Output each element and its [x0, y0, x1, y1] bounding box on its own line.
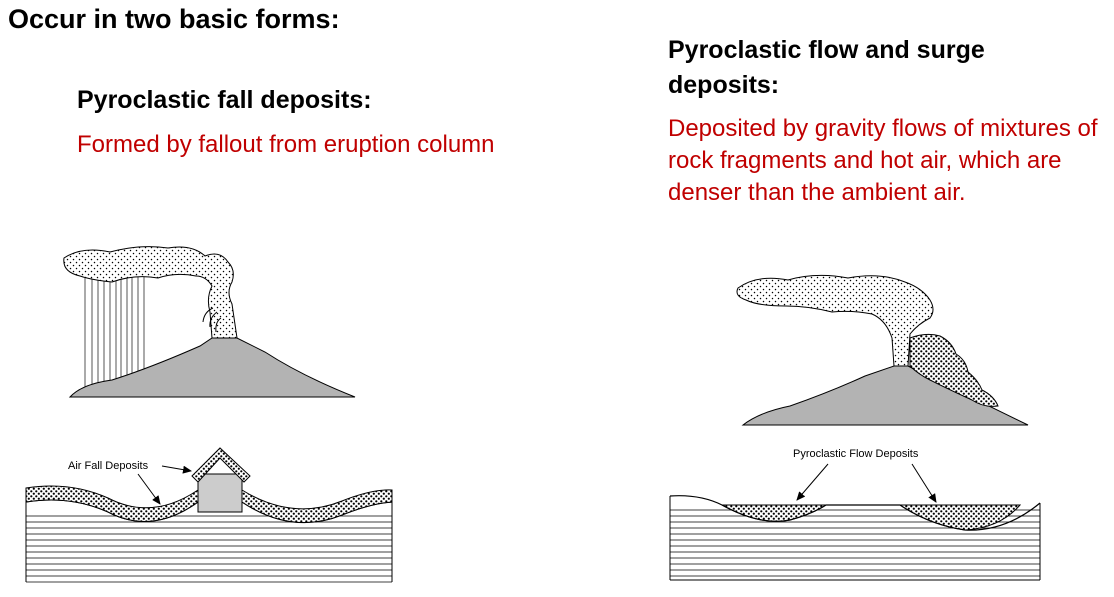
fall-deposits-description: Formed by fallout from eruption column: [77, 131, 495, 158]
strata-lines: [26, 515, 392, 583]
volcano: [68, 337, 356, 398]
flow-eruption-illustration: [736, 274, 1029, 426]
arrow-to-right-flow-deposit: [911, 463, 937, 503]
arrow-to-ground-deposit: [137, 473, 161, 505]
fallout-streaks: [84, 266, 145, 395]
flow-cross-section: Pyroclastic Flow Deposits: [669, 448, 1041, 581]
pyroclastic-flow-cloud: [909, 333, 999, 407]
flow-eruption-column: [736, 274, 934, 367]
air-fall-deposit-layer: [25, 485, 393, 524]
main-heading: Occur in two basic forms:: [8, 4, 340, 34]
eruption-column: [63, 246, 238, 339]
flow-ground-surface: [669, 495, 1041, 531]
flow-deposits-label: Pyroclastic Flow Deposits: [793, 448, 919, 460]
house: [197, 473, 243, 513]
fall-deposits-heading: Pyroclastic fall deposits:: [77, 86, 372, 114]
arrow-to-roof: [161, 465, 192, 474]
flow-deposits-description: Deposited by gravity flows of mixtures o…: [668, 115, 1098, 206]
arrow-to-left-flow-deposit: [796, 463, 829, 501]
flow-ground-strata: [670, 495, 1040, 580]
fall-eruption-illustration: [63, 246, 356, 398]
ballistic-arcs: [202, 307, 222, 333]
air-fall-label: Air Fall Deposits: [68, 460, 149, 472]
flow-deposits-heading: Pyroclastic flow and surge deposits:: [668, 36, 985, 99]
air-fall-cross-section: Air Fall Deposits: [25, 447, 393, 583]
house-roof-deposit: [191, 447, 251, 483]
ground-strata: [26, 499, 392, 582]
